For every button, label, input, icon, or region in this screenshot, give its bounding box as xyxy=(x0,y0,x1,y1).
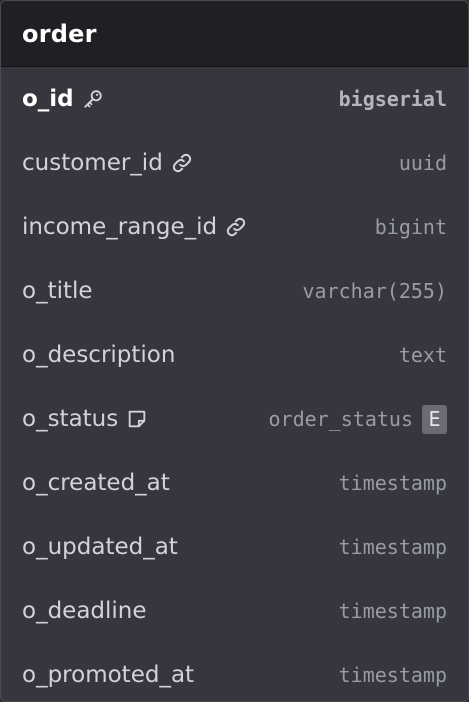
column-name: customer_id xyxy=(22,150,163,176)
column-name: o_status xyxy=(22,406,119,432)
column-right: timestamp xyxy=(339,663,447,687)
link-icon xyxy=(171,152,193,174)
column-right: bigint xyxy=(375,215,447,239)
column-name: o_created_at xyxy=(22,470,170,496)
key-icon xyxy=(82,88,104,110)
column-name: income_range_id xyxy=(22,214,218,240)
column-row-o-created-at[interactable]: o_created_at timestamp xyxy=(1,451,468,515)
table-title: order xyxy=(22,19,97,48)
column-name: o_title xyxy=(22,278,93,304)
column-row-o-deadline[interactable]: o_deadline timestamp xyxy=(1,579,468,643)
column-type: timestamp xyxy=(338,471,447,495)
column-type: order_status xyxy=(268,407,414,431)
column-name: o_id xyxy=(22,86,74,112)
column-type: bigint xyxy=(374,215,447,239)
column-right: uuid xyxy=(399,151,447,175)
column-left: o_created_at xyxy=(22,470,170,496)
column-left: o_status xyxy=(22,406,148,432)
column-name: o_promoted_at xyxy=(22,662,195,688)
column-left: o_title xyxy=(22,278,93,304)
column-right: varchar(255) xyxy=(303,279,448,303)
table-header[interactable]: order xyxy=(1,1,468,67)
column-row-o-updated-at[interactable]: o_updated_at timestamp xyxy=(1,515,468,579)
column-right: bigserial xyxy=(339,87,447,111)
column-name: o_updated_at xyxy=(22,534,178,560)
column-row-customer-id[interactable]: customer_id uuid xyxy=(1,131,468,195)
column-type: uuid xyxy=(398,151,447,175)
column-right: timestamp xyxy=(339,535,447,559)
column-right: timestamp xyxy=(339,599,447,623)
column-type: varchar(255) xyxy=(302,279,448,303)
link-icon xyxy=(225,216,247,238)
column-type: timestamp xyxy=(338,663,447,687)
column-left: o_updated_at xyxy=(22,534,178,560)
column-type: text xyxy=(398,343,447,367)
column-right: timestamp xyxy=(339,471,447,495)
column-row-income-range-id[interactable]: income_range_id bigint xyxy=(1,195,468,259)
note-icon[interactable] xyxy=(126,408,148,430)
column-row-o-status[interactable]: o_status order_status E xyxy=(1,387,468,451)
column-row-o-description[interactable]: o_description text xyxy=(1,323,468,387)
column-name: o_deadline xyxy=(22,598,147,624)
column-left: customer_id xyxy=(22,150,193,176)
column-row-o-title[interactable]: o_title varchar(255) xyxy=(1,259,468,323)
column-left: o_description xyxy=(22,342,175,368)
column-left: o_id xyxy=(22,86,104,112)
enum-badge[interactable]: E xyxy=(422,404,447,434)
column-list: o_id bigserial customer_id xyxy=(1,67,468,701)
column-left: o_deadline xyxy=(22,598,147,624)
column-right: order_status E xyxy=(268,404,447,434)
column-row-o-promoted-at[interactable]: o_promoted_at timestamp xyxy=(1,643,468,701)
column-row-o-id[interactable]: o_id bigserial xyxy=(1,67,468,131)
column-left: o_promoted_at xyxy=(22,662,194,688)
column-left: income_range_id xyxy=(22,214,247,240)
column-type: timestamp xyxy=(338,599,447,623)
column-type: bigserial xyxy=(338,87,447,111)
column-type: timestamp xyxy=(338,535,447,559)
column-right: text xyxy=(399,343,447,367)
column-name: o_description xyxy=(22,342,176,368)
